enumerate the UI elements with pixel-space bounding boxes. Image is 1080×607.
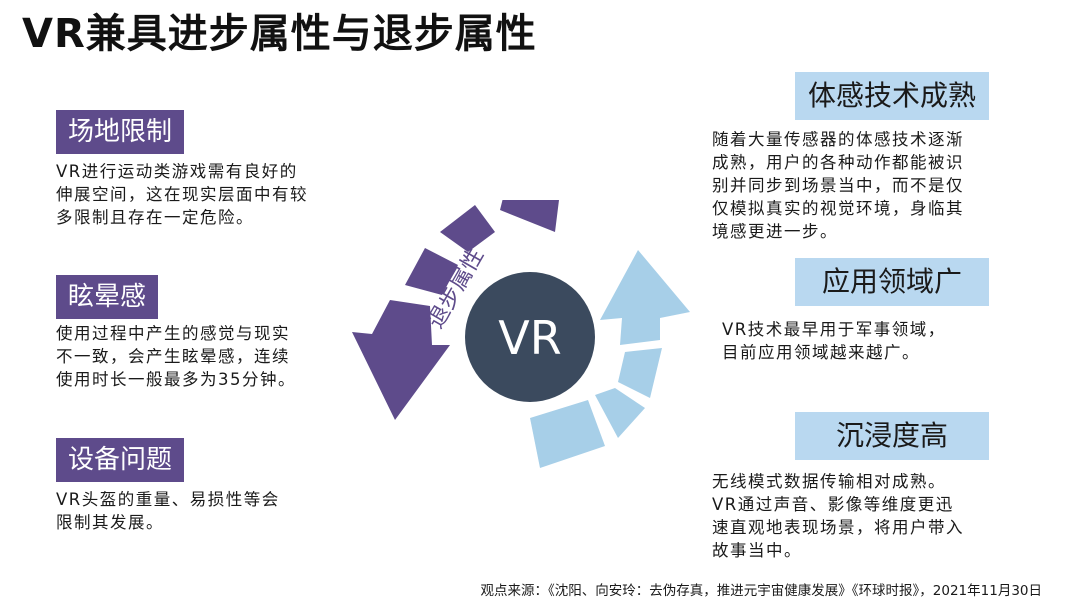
progress-arc	[530, 250, 690, 468]
progress-segment-3	[530, 400, 605, 468]
desc-immersion: 无线模式数据传输相对成熟。 VR通过声音、影像等维度更迅 速直观地表现场景，将用…	[712, 472, 964, 560]
vr-center-circle	[465, 272, 595, 402]
tag-wide-application: 应用领域广	[795, 258, 989, 306]
regress-arc	[352, 200, 559, 420]
cycle-diagram: 退步属性 VR	[352, 200, 690, 468]
progress-arrow	[600, 250, 690, 345]
tag-device-issue: 设备问题	[56, 438, 185, 482]
tag-motion-tech: 体感技术成熟	[795, 72, 989, 120]
page-title: VR兼具进步属性与退步属性	[22, 11, 537, 57]
regress-segment-2	[440, 205, 495, 252]
desc-device-issue: VR头盔的重量、易损性等会 限制其发展。	[56, 490, 280, 532]
source-citation: 观点来源：《沈阳、向安玲：去伪存真，推进元宇宙健康发展》《环球时报》，2021年…	[480, 583, 1042, 599]
regress-arrow	[352, 300, 450, 420]
regress-segment-1	[500, 200, 559, 232]
desc-dizziness: 使用过程中产生的感觉与现实 不一致，会产生眩晕感，连续 使用时长一般最多为35分…	[56, 324, 296, 389]
vr-center-label: VR	[498, 311, 561, 365]
desc-motion-tech: 随着大量传感器的体感技术逐渐 成熟，用户的各种动作都能被识 别并同步到场景当中，…	[712, 130, 964, 241]
tag-venue-limit: 场地限制	[56, 110, 185, 154]
desc-venue-limit: VR进行运动类游戏需有良好的 伸展空间，这在现实层面中有较 多限制且存在一定危险…	[56, 162, 308, 227]
progress-segment-2	[595, 388, 645, 438]
progress-segment-1	[618, 348, 662, 398]
regress-segment-3	[405, 248, 458, 295]
tag-dizziness: 眩晕感	[56, 275, 159, 319]
desc-wide-application: VR技术最早用于军事领域， 目前应用领域越来越广。	[722, 320, 946, 362]
tag-immersion: 沉浸度高	[795, 412, 989, 460]
